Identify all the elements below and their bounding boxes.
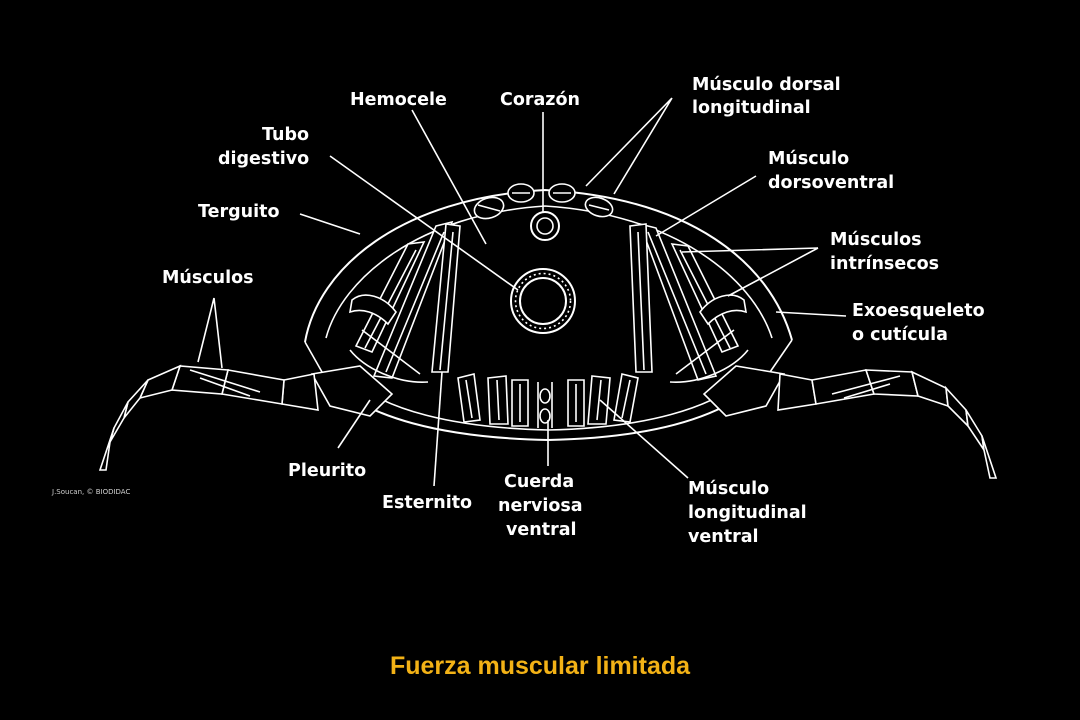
label-pleurito: Pleurito <box>288 461 366 481</box>
label-exo-1: Exoesqueleto <box>852 301 985 321</box>
ventral-nerve-cord <box>537 382 553 428</box>
label-mlv-2: longitudinal <box>688 503 807 523</box>
digestive-tube <box>510 268 576 334</box>
label-musculo-dv-2: dorsoventral <box>768 173 894 193</box>
label-hemocele: Hemocele <box>350 90 447 110</box>
credit-text: J.Soucan, © BIODIDAC <box>51 488 130 496</box>
label-tubo-1: Tubo <box>262 125 309 145</box>
label-terguito: Terguito <box>198 202 279 222</box>
right-dorsoventral-muscles <box>629 222 749 383</box>
labels: Hemocele Corazón Músculo dorsal longitud… <box>51 75 985 547</box>
left-dorsoventral-muscles <box>348 220 461 383</box>
label-musculo-dv-1: Músculo <box>768 149 849 169</box>
label-musculos-intr-2: intrínsecos <box>830 254 939 274</box>
label-esternito: Esternito <box>382 493 472 513</box>
heart <box>530 211 560 241</box>
label-exo-2: o cutícula <box>852 325 948 345</box>
leader-lines <box>197 97 847 487</box>
label-musculo-dorsal-2: longitudinal <box>692 98 811 118</box>
left-leg <box>98 364 319 471</box>
label-cuerda-2: nerviosa <box>498 496 583 516</box>
label-musculo-dorsal-1: Músculo dorsal <box>692 75 841 95</box>
label-mlv-1: Músculo <box>688 479 769 499</box>
label-corazon: Corazón <box>500 90 580 110</box>
dorsal-longitudinal-muscles <box>473 183 614 220</box>
label-musculos-intr-1: Músculos <box>830 230 922 250</box>
label-musculos: Músculos <box>162 268 254 288</box>
label-cuerda-1: Cuerda <box>504 472 574 492</box>
label-mlv-3: ventral <box>688 527 759 547</box>
label-tubo-2: digestivo <box>218 149 309 169</box>
label-cuerda-3: ventral <box>506 520 577 540</box>
ventral-longitudinal-muscles <box>457 373 639 427</box>
right-leg <box>777 369 998 479</box>
body-outline <box>304 188 793 442</box>
caption: Fuerza muscular limitada <box>389 652 691 680</box>
